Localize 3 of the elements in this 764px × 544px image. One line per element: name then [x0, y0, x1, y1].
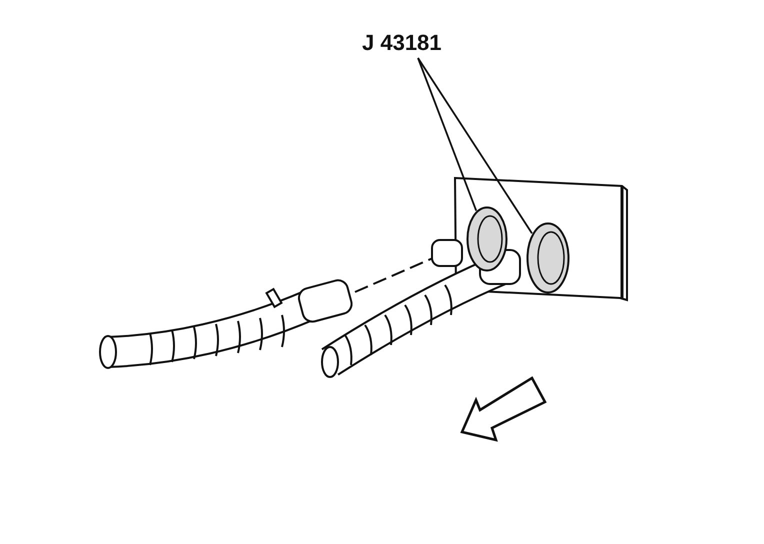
leader-line [417, 58, 478, 212]
leader-line [417, 58, 533, 234]
tool-number: J 43181 [362, 30, 442, 55]
